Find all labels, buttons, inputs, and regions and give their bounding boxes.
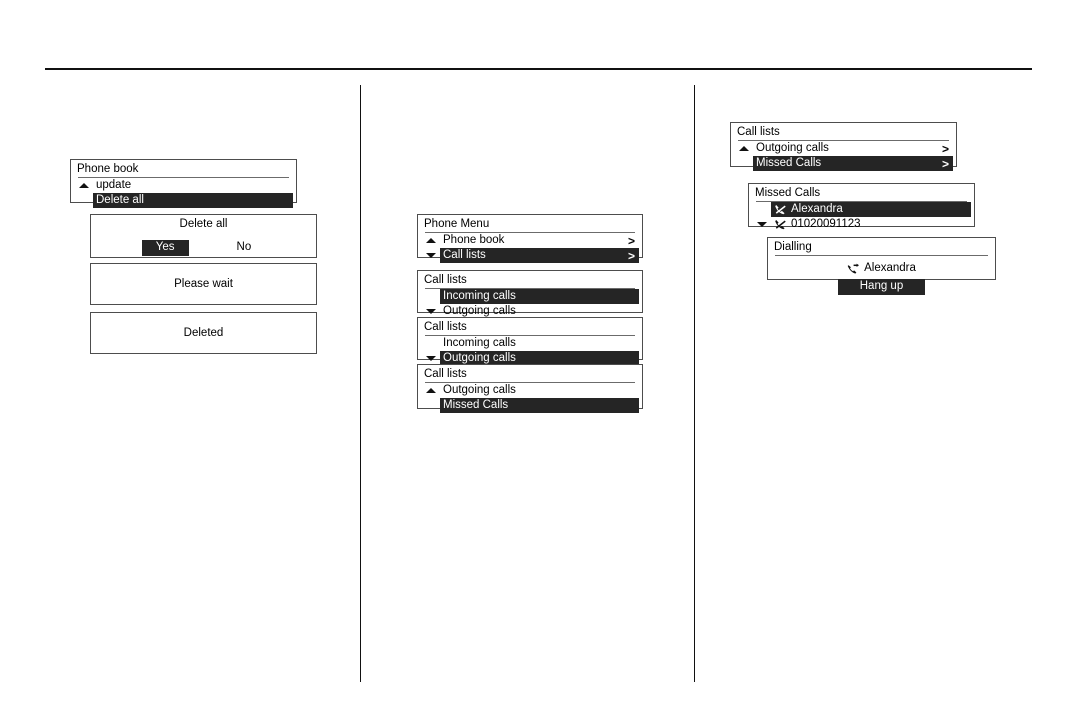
arrow-gutter xyxy=(424,398,438,413)
list-item[interactable]: update xyxy=(71,178,296,193)
no-button[interactable]: No xyxy=(236,240,252,253)
arrow-gutter xyxy=(424,336,438,351)
outgoing-call-icon xyxy=(847,262,860,275)
title-rule xyxy=(756,201,967,202)
column-divider-1 xyxy=(360,85,361,682)
dialog-choices: Yes No xyxy=(91,239,316,256)
list-item-label: Outgoing calls xyxy=(443,352,516,364)
list-item[interactable]: Outgoing calls > xyxy=(731,141,956,156)
panel-title: Phone book xyxy=(77,163,139,175)
chevron-right-icon: > xyxy=(627,233,635,248)
chevron-right-icon: > xyxy=(627,248,635,263)
list-item[interactable]: Outgoing calls xyxy=(418,304,642,319)
list-item[interactable]: Missed Calls > xyxy=(731,156,956,171)
arrow-gutter xyxy=(424,289,438,304)
list-item-label: Outgoing calls xyxy=(756,142,829,154)
list-item-label: Alexandra xyxy=(791,203,843,215)
title-rule xyxy=(425,335,635,336)
title-rule xyxy=(738,140,949,141)
list-item[interactable]: Outgoing calls xyxy=(418,383,642,398)
arrow-gutter xyxy=(737,156,751,171)
call-lists-panel-incoming-selected: Call lists Incoming calls Outgoing calls xyxy=(417,270,643,317)
panel-title: Missed Calls xyxy=(755,187,821,199)
panel-title: Call lists xyxy=(737,126,780,138)
phone-book-panel: Phone book update Delete all xyxy=(70,159,297,208)
panel-title: Phone Menu xyxy=(424,218,490,230)
title-rule xyxy=(425,232,635,233)
call-lists-panel-missed-selected: Call lists Outgoing calls Missed Calls xyxy=(417,364,643,413)
title-rule xyxy=(425,288,635,289)
scroll-up-arrow-icon xyxy=(737,141,751,156)
list-item-label: Phone book xyxy=(443,234,505,246)
list-item-label: 01020091123 xyxy=(791,218,861,230)
title-rule xyxy=(775,255,988,256)
list-item-label: update xyxy=(96,179,132,191)
panel-title: Dialling xyxy=(774,241,812,253)
list-item-label: Outgoing calls xyxy=(443,305,516,317)
yes-button[interactable]: Yes xyxy=(141,239,189,256)
dialog-message: Please wait xyxy=(174,278,233,290)
list-item-label: Missed Calls xyxy=(756,157,822,169)
scroll-up-arrow-icon xyxy=(77,178,91,193)
deleted-dialog: Deleted xyxy=(90,312,317,354)
scroll-down-arrow-icon xyxy=(755,217,769,232)
arrow-gutter xyxy=(77,193,91,208)
list-item-label: Incoming calls xyxy=(443,337,516,349)
list-item[interactable]: 01020091123 xyxy=(749,217,974,232)
scroll-up-arrow-icon xyxy=(424,233,438,248)
list-item[interactable]: Outgoing calls xyxy=(418,351,642,366)
scroll-down-arrow-icon xyxy=(424,304,438,319)
phone-menu-panel: Phone Menu Phone book > Call lists > xyxy=(417,214,643,263)
scroll-down-arrow-icon xyxy=(424,248,438,263)
delete-all-dialog: Delete all Yes No xyxy=(90,214,317,258)
dialog-message: Delete all xyxy=(179,217,228,230)
scroll-up-arrow-icon xyxy=(424,383,438,398)
dialling-contact-line: Alexandra xyxy=(768,261,995,275)
dialling-panel: Dialling Alexandra Hang up xyxy=(767,237,996,295)
scroll-down-arrow-icon xyxy=(424,351,438,366)
call-lists-panel: Call lists Outgoing calls > Missed Calls… xyxy=(730,122,957,171)
title-rule xyxy=(425,382,635,383)
list-item[interactable]: Missed Calls xyxy=(418,398,642,413)
list-item-label: Missed Calls xyxy=(443,399,509,411)
missed-call-icon xyxy=(774,218,787,231)
title-rule xyxy=(78,177,289,178)
list-item[interactable]: Call lists > xyxy=(418,248,642,263)
list-item[interactable]: Delete all xyxy=(71,193,296,208)
hang-up-button[interactable]: Hang up xyxy=(837,279,926,295)
chevron-right-icon: > xyxy=(941,156,949,171)
list-item-label: Delete all xyxy=(96,194,144,206)
list-item-label: Incoming calls xyxy=(443,290,516,302)
list-item[interactable]: Alexandra xyxy=(749,202,974,217)
missed-call-icon xyxy=(774,203,787,216)
missed-calls-panel: Missed Calls Alexandra 01020091123 xyxy=(748,183,975,230)
list-item[interactable]: Incoming calls xyxy=(418,289,642,304)
hang-up-row: Hang up xyxy=(768,279,995,295)
please-wait-dialog: Please wait xyxy=(90,263,317,305)
list-item-label: Call lists xyxy=(443,249,486,261)
panel-title: Call lists xyxy=(424,368,467,380)
list-item-label: Outgoing calls xyxy=(443,384,516,396)
call-lists-panel-outgoing-selected: Call lists Incoming calls Outgoing calls xyxy=(417,317,643,366)
chevron-right-icon: > xyxy=(941,141,949,156)
dialling-contact-name: Alexandra xyxy=(864,262,916,274)
list-item[interactable]: Phone book > xyxy=(418,233,642,248)
arrow-gutter xyxy=(755,202,769,217)
column-divider-2 xyxy=(694,85,695,682)
panel-title: Call lists xyxy=(424,274,467,286)
dialog-message: Deleted xyxy=(183,327,224,339)
panel-title: Call lists xyxy=(424,321,467,333)
list-item[interactable]: Incoming calls xyxy=(418,336,642,351)
page-header-rule xyxy=(45,68,1032,70)
